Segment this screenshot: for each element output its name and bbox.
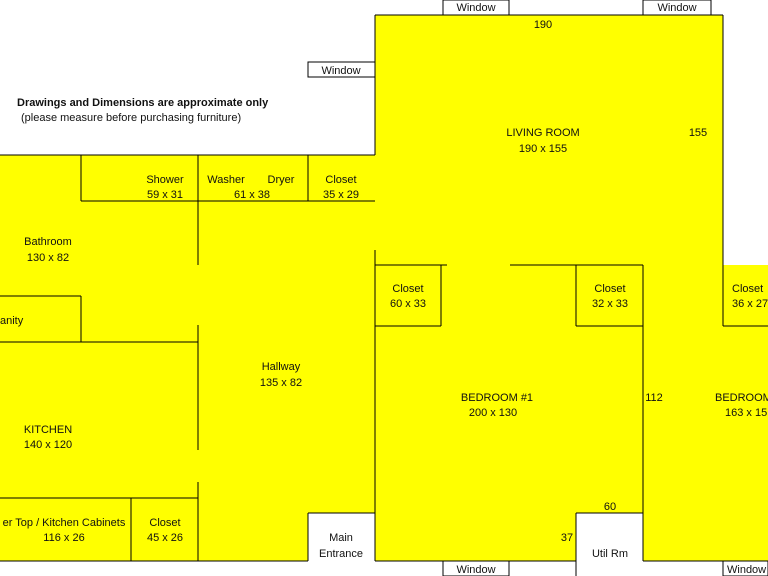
bedroom1-name: BEDROOM #1 [461, 392, 533, 404]
window-top-1-label: Window [456, 2, 495, 14]
hallway-dims: 135 x 82 [260, 377, 302, 389]
kitchen-dims: 140 x 120 [24, 439, 72, 451]
floor-fill [0, 15, 768, 561]
window-left-label: Window [321, 65, 360, 77]
living-room-dims: 190 x 155 [519, 143, 567, 155]
hallway-name: Hallway [262, 361, 301, 373]
closet-b1-right-dims: 32 x 33 [592, 298, 628, 310]
closet-b2-dims: 36 x 27 [732, 298, 768, 310]
bathroom-name: Bathroom [24, 236, 72, 248]
entrance-line-1: Main [329, 532, 353, 544]
counter-dims: 116 x 26 [43, 532, 84, 544]
windows [307, 0, 768, 576]
bedroom2-dims: 163 x 15 [725, 407, 767, 419]
note-line-1: Drawings and Dimensions are approximate … [17, 97, 269, 109]
living-room-height: 155 [689, 127, 707, 139]
washer-dims: 61 x 38 [234, 189, 270, 201]
window-bottom-1 [442, 560, 510, 576]
shower-name: Shower [146, 174, 184, 186]
bathroom-dims: 130 x 82 [27, 252, 69, 264]
window-left [307, 61, 376, 78]
washer-name: Washer [207, 174, 245, 186]
counter-name: er Top / Kitchen Cabinets [3, 517, 126, 529]
living-room-name: LIVING ROOM [506, 127, 579, 139]
closet-b2-name: Closet [732, 283, 763, 295]
window-bottom-2-label: Window [727, 564, 766, 576]
kitchen-name: KITCHEN [24, 424, 72, 436]
bedroom2-name: BEDROOM [715, 392, 768, 404]
closet-laundry-dims: 35 x 29 [323, 189, 359, 201]
dryer-name: Dryer [268, 174, 295, 186]
main-entrance [308, 513, 375, 576]
bedroom1-side-label: 112 [645, 392, 663, 404]
util-height: 37 [561, 532, 573, 544]
window-top-1 [442, 0, 510, 16]
closet-kitchen-name: Closet [149, 517, 180, 529]
vanity-name: anity [0, 315, 24, 327]
util-name: Util Rm [592, 548, 628, 560]
window-top-2 [642, 0, 712, 16]
shower-dims: 59 x 31 [147, 189, 183, 201]
util-width: 60 [604, 501, 616, 513]
closet-b1-left-name: Closet [392, 283, 423, 295]
closet-laundry-name: Closet [325, 174, 356, 186]
window-bottom-1-label: Window [456, 564, 495, 576]
entrance-line-2: Entrance [319, 548, 363, 560]
living-room-width: 190 [534, 19, 552, 31]
closet-b1-right-name: Closet [594, 283, 625, 295]
closet-kitchen-dims: 45 x 26 [147, 532, 183, 544]
window-top-2-label: Window [657, 2, 696, 14]
closet-b1-left-dims: 60 x 33 [390, 298, 426, 310]
note-line-2: (please measure before purchasing furnit… [21, 112, 241, 124]
util-room [576, 513, 643, 576]
bedroom1-dims: 200 x 130 [469, 407, 517, 419]
window-bottom-2 [722, 560, 768, 576]
